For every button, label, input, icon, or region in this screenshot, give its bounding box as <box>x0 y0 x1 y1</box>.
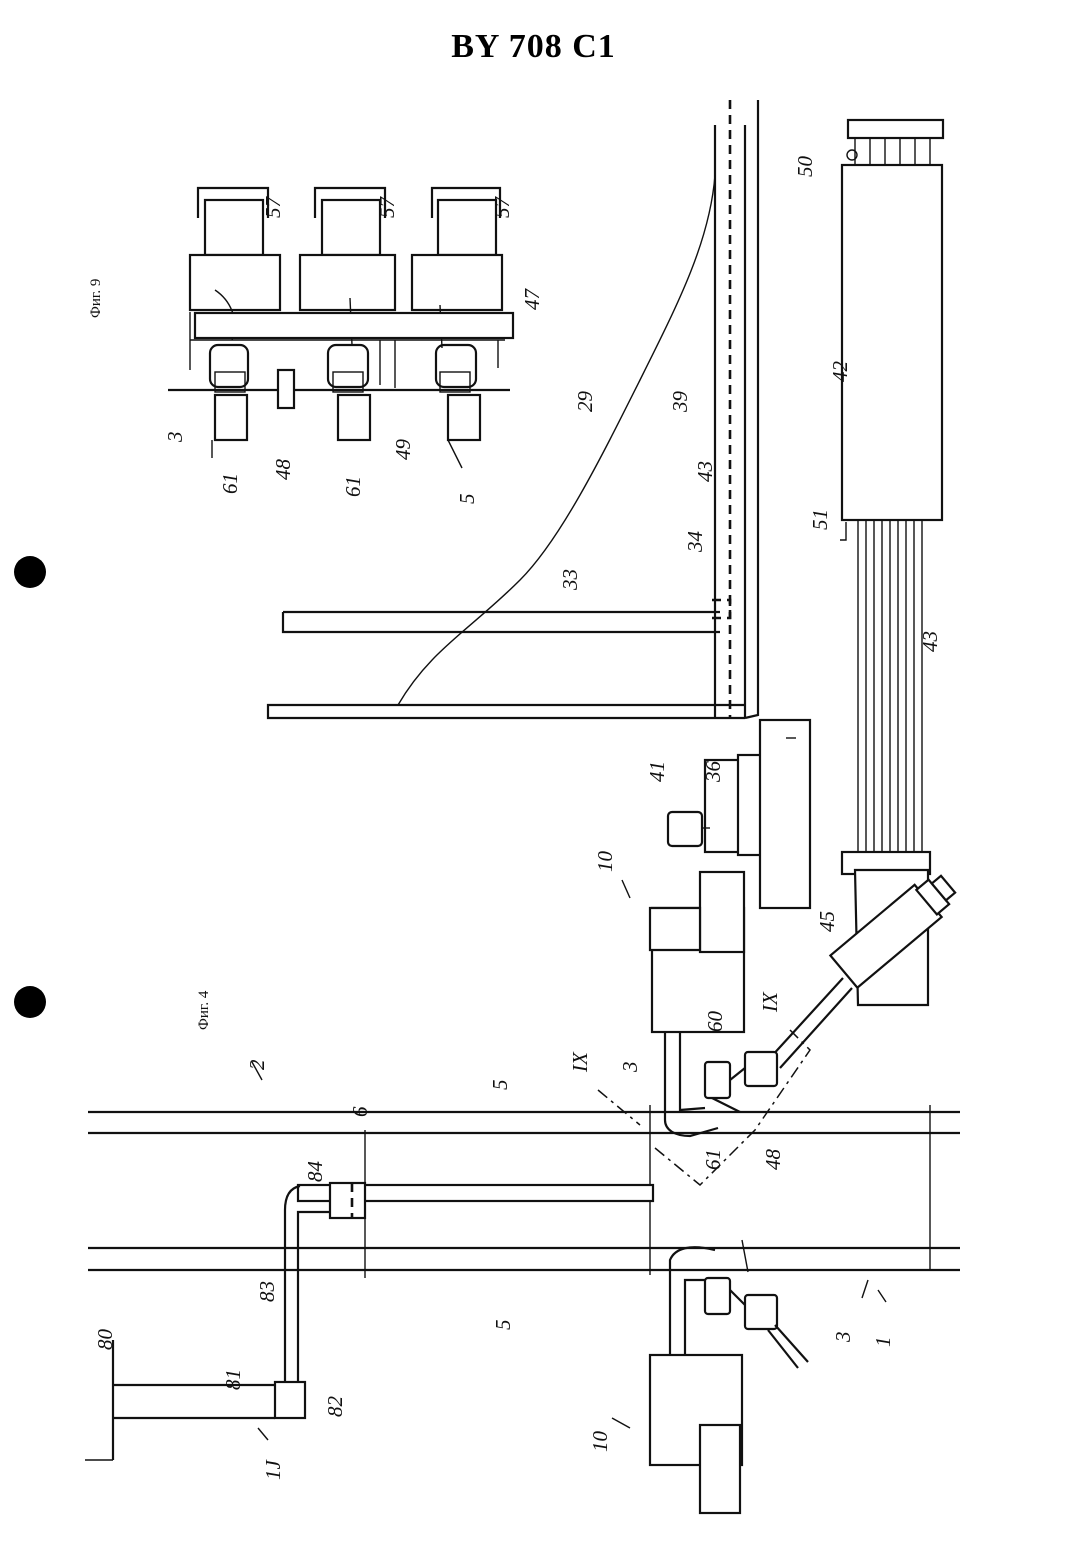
label-IX-a: IX <box>568 1051 592 1073</box>
fig9-element-48 <box>278 370 294 408</box>
label-29: 29 <box>573 391 597 413</box>
label-49: 49 <box>391 439 415 461</box>
label-60: 60 <box>703 1011 727 1033</box>
label-39: 39 <box>668 391 692 414</box>
label-5c: 5 <box>491 1320 515 1331</box>
head-60 <box>705 1062 730 1098</box>
label-1J: 1J <box>261 1459 285 1481</box>
label-45: 45 <box>815 911 839 932</box>
label-3b: 3 <box>618 1062 642 1074</box>
label-33: 33 <box>558 569 582 591</box>
label-61c: 61 <box>701 1149 725 1170</box>
fig9-caption: Фиг. 9 <box>88 279 104 318</box>
label-47: 47 <box>520 288 544 311</box>
label-61a: 61 <box>218 473 242 494</box>
fig4-caption: Фиг. 4 <box>196 990 212 1030</box>
figure-9: Фиг. 9 <box>88 188 544 504</box>
label-80: 80 <box>93 1329 117 1351</box>
label-IX-b: IX <box>758 991 782 1013</box>
element-41 <box>668 812 702 846</box>
pipes-43 <box>858 520 922 870</box>
label-43a: 43 <box>693 461 717 482</box>
label-51: 51 <box>808 509 832 530</box>
fig9-bar-47 <box>195 313 513 338</box>
label-48b: 48 <box>761 1149 785 1171</box>
label-84: 84 <box>303 1161 327 1183</box>
block-36b <box>760 720 810 908</box>
label-57c: 57 <box>490 196 514 219</box>
magazine-42 <box>842 165 942 520</box>
label-57a: 57 <box>261 196 285 219</box>
label-50: 50 <box>793 156 817 178</box>
label-42: 42 <box>828 361 852 383</box>
label-5b: 5 <box>488 1080 512 1091</box>
label-3c: 3 <box>831 1332 855 1344</box>
label-34: 34 <box>683 531 707 554</box>
label-3a: 3 <box>163 432 187 444</box>
label-6: 6 <box>348 1106 372 1117</box>
label-61b: 61 <box>341 476 365 497</box>
element-82 <box>275 1382 305 1418</box>
label-36: 36 <box>701 761 725 784</box>
label-48a: 48 <box>271 459 295 481</box>
label-82: 82 <box>323 1396 347 1418</box>
label-10a: 10 <box>593 851 617 873</box>
label-57b: 57 <box>375 196 399 219</box>
figure-4: Фиг. 4 <box>85 872 960 1513</box>
label-10b: 10 <box>588 1431 612 1453</box>
label-43b: 43 <box>918 631 942 652</box>
label-81: 81 <box>221 1369 245 1390</box>
punch-hole-bottom <box>14 986 46 1018</box>
label-83: 83 <box>255 1281 279 1302</box>
punch-hole-top <box>14 556 46 588</box>
label-2: 2 <box>245 1059 269 1070</box>
label-1: 1 <box>871 1337 895 1348</box>
label-5a: 5 <box>455 494 479 505</box>
label-41: 41 <box>645 761 669 782</box>
